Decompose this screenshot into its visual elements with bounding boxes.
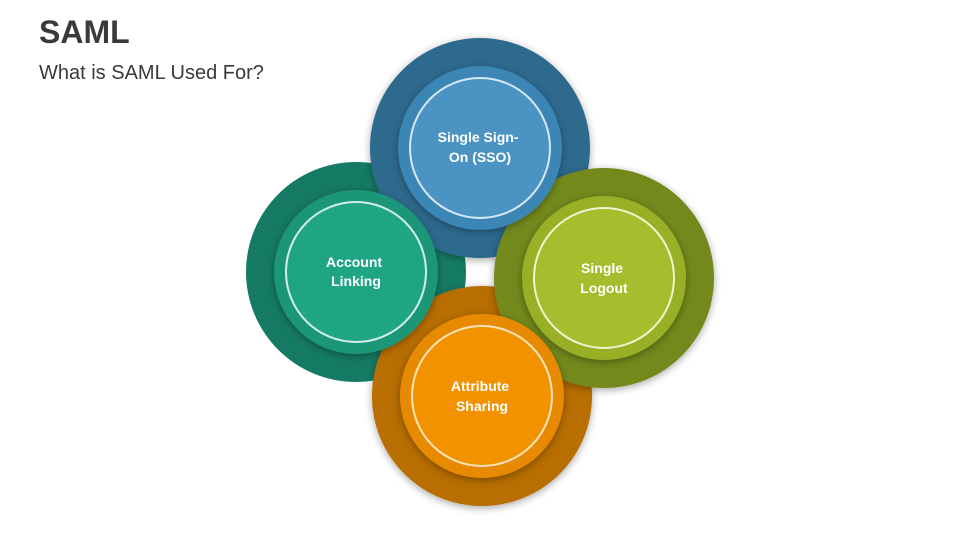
account-linking-label-line-1: Account: [326, 254, 382, 270]
account-linking-circle: [285, 201, 427, 343]
single-logout-circle: [533, 207, 675, 349]
page-subtitle: What is SAML Used For?: [39, 62, 264, 84]
node-single-sign-on: Single Sign- On (SSO): [398, 66, 562, 230]
attribute-sharing-label-line-2: Sharing: [456, 398, 508, 414]
single-sign-on-label-line-2: On (SSO): [449, 149, 511, 165]
attribute-sharing-circle: [411, 325, 553, 467]
single-logout-label: Single Logout: [580, 260, 628, 296]
node-account-linking: Account Linking: [274, 190, 438, 354]
node-single-logout: Single Logout: [522, 196, 686, 360]
attribute-sharing-label: Attribute Sharing: [451, 378, 513, 414]
single-sign-on-label-line-1: Single Sign-: [438, 129, 519, 145]
page-title: SAML: [39, 14, 130, 50]
single-sign-on-label: Single Sign- On (SSO): [438, 129, 523, 165]
single-logout-label-line-1: Single: [581, 260, 623, 276]
attribute-sharing-label-line-1: Attribute: [451, 378, 510, 394]
node-attribute-sharing: Attribute Sharing: [400, 314, 564, 478]
single-sign-on-circle: [409, 77, 551, 219]
single-logout-label-line-2: Logout: [580, 280, 628, 296]
account-linking-label: Account Linking: [326, 254, 386, 289]
account-linking-label-line-2: Linking: [331, 273, 381, 289]
